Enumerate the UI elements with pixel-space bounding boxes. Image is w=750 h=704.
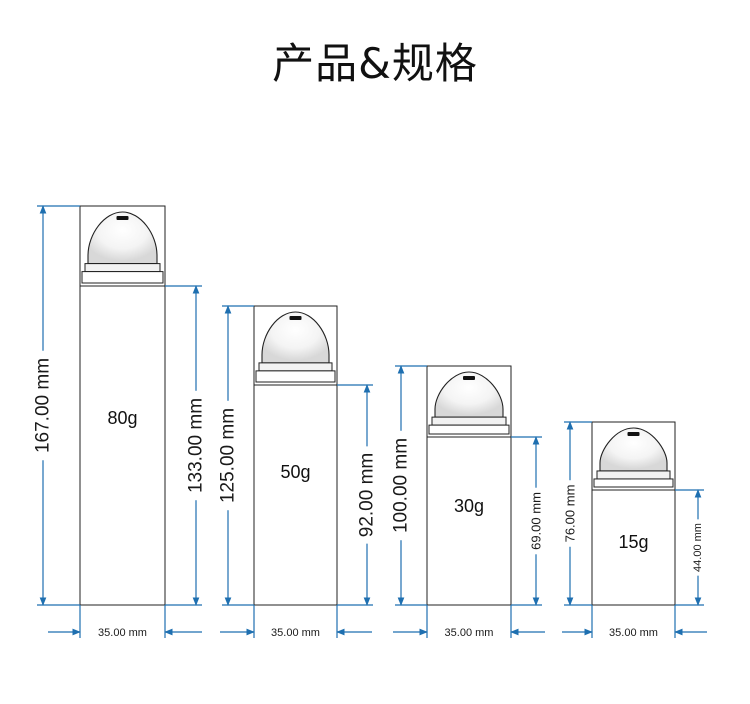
width-label: 35.00 mm bbox=[609, 627, 658, 639]
bottle-body bbox=[426, 436, 512, 606]
bottle-body bbox=[591, 489, 676, 606]
body-height-label: 92.00 mm bbox=[357, 453, 378, 537]
bottle-50g: 50g 125.00 mm 92.00 mm 35.00 mm bbox=[218, 305, 378, 639]
nozzle-slot bbox=[116, 216, 129, 220]
nozzle-slot bbox=[289, 316, 302, 320]
bottle-80g: 80g 167.00 mm 133.00 mm 35.00 mm bbox=[33, 205, 207, 639]
capacity-label: 50g bbox=[280, 462, 310, 482]
collar-ring-upper bbox=[596, 470, 671, 480]
nozzle-slot bbox=[627, 432, 640, 436]
width-label: 35.00 mm bbox=[271, 627, 320, 639]
collar-ring-upper bbox=[84, 263, 161, 273]
total-height-label: 167.00 mm bbox=[33, 358, 54, 453]
bottle-body bbox=[79, 285, 166, 606]
total-height-label: 100.00 mm bbox=[391, 438, 412, 533]
bottle-30g: 30g 100.00 mm 69.00 mm 35.00 mm bbox=[391, 365, 545, 639]
body-height-label: 133.00 mm bbox=[186, 398, 207, 493]
nozzle-slot bbox=[463, 376, 475, 380]
width-label: 35.00 mm bbox=[98, 627, 147, 639]
body-height-label: 44.00 mm bbox=[692, 523, 704, 572]
pump-dome bbox=[434, 371, 504, 418]
collar-ring-upper bbox=[431, 416, 507, 426]
page-title: 产品&规格 bbox=[272, 39, 478, 88]
collar-ring-upper bbox=[258, 362, 333, 372]
total-height-label: 76.00 mm bbox=[563, 485, 578, 543]
width-label: 35.00 mm bbox=[445, 627, 494, 639]
pump-dome bbox=[87, 211, 158, 265]
collar-ring-lower bbox=[593, 478, 674, 488]
capacity-label: 30g bbox=[454, 496, 484, 516]
total-height-label: 125.00 mm bbox=[218, 408, 239, 503]
collar-ring-lower bbox=[255, 370, 336, 383]
pump-dome bbox=[261, 311, 330, 364]
pump-dome bbox=[599, 427, 668, 472]
bottle-15g: 15g 76.00 mm 44.00 mm 35.00 mm bbox=[562, 421, 707, 639]
collar-ring-lower bbox=[81, 271, 164, 284]
body-height-label: 69.00 mm bbox=[529, 492, 544, 550]
bottle-body bbox=[253, 384, 338, 606]
capacity-label: 80g bbox=[107, 408, 137, 428]
collar-ring-lower bbox=[428, 424, 510, 435]
capacity-label: 15g bbox=[618, 532, 648, 552]
